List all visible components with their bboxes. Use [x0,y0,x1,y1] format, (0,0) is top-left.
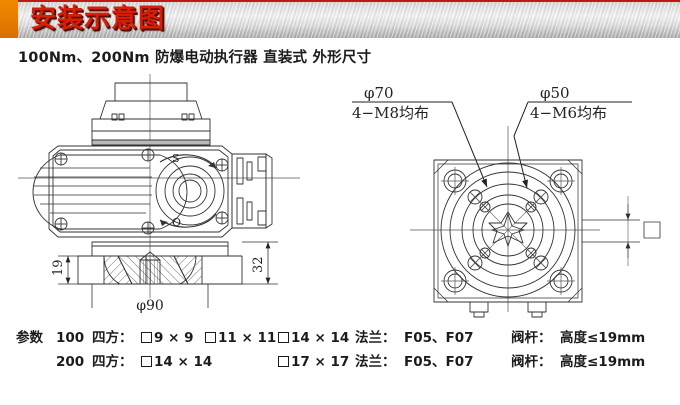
header-accent-bar [0,0,18,38]
model-200: 200 [56,354,85,370]
square-option-9x9[interactable]: 9 × 9 [141,326,194,350]
leader-label-phi70: φ70 4−M8均布 [352,84,488,188]
square-label-100: 四方： [92,330,133,346]
checkbox-icon[interactable] [141,356,152,367]
flange-value-200: F05、F07 [404,354,474,370]
params-label: 参数 [16,330,43,346]
dim-19: 19 [51,259,66,276]
checkbox-icon[interactable] [278,356,289,367]
square-option-14x14[interactable]: 14 × 14 [278,326,349,350]
svg-text:4−M6均布: 4−M6均布 [530,104,607,122]
header-top-rule [0,0,680,2]
stem-value-200: 高度≤19mm [560,354,646,370]
subtitle: 100Nm、200Nm 防爆电动执行器 直装式 外形尺寸 [18,50,372,66]
indicator-shut: S [172,152,180,165]
leader-label-phi50: φ50 4−M6均布 [513,84,632,189]
page-title: 安装示意图 [30,4,166,34]
checkbox-icon[interactable] [141,332,152,343]
square-label-200: 四方： [92,354,133,370]
model-100: 100 [56,330,85,346]
square-option-11x11[interactable]: 11 × 11 [205,326,276,350]
technical-drawing-area: S O 19 [0,70,680,320]
stem-value-100: 高度≤19mm [560,330,646,346]
dim-32: 32 [251,256,266,273]
checkbox-icon[interactable] [205,332,216,343]
flange-label-100: 法兰： [355,330,396,346]
svg-text:4−M8均布: 4−M8均布 [352,104,429,122]
parameter-row-200: 200 四方： 14 × 14 17 × 17 法兰： F05、F07 阀杆： … [0,350,680,374]
svg-text:φ70: φ70 [364,84,394,102]
left-drawing-group: S O 19 [18,74,300,314]
dim-phi90: φ90 [136,298,164,314]
stem-label-100: 阀杆： [511,330,552,346]
parameter-table: 参数 100 四方： 9 × 9 11 × 11 14 × 14 法兰： F05… [0,326,680,374]
flange-value-100: F05、F07 [404,330,474,346]
stem-label-200: 阀杆： [511,354,552,370]
right-drawing-group: φ70 4−M8均布 φ50 4−M6均布 [352,84,661,318]
checkbox-icon[interactable] [278,332,289,343]
svg-text:φ50: φ50 [540,84,570,102]
indicator-open: O [172,216,181,229]
square-option-14x14-200[interactable]: 14 × 14 [141,350,212,374]
parameter-row-100: 参数 100 四方： 9 × 9 11 × 11 14 × 14 法兰： F05… [0,326,680,350]
flange-label-200: 法兰： [355,354,396,370]
page-header: 安装示意图 [0,0,680,38]
square-option-17x17[interactable]: 17 × 17 [278,350,349,374]
